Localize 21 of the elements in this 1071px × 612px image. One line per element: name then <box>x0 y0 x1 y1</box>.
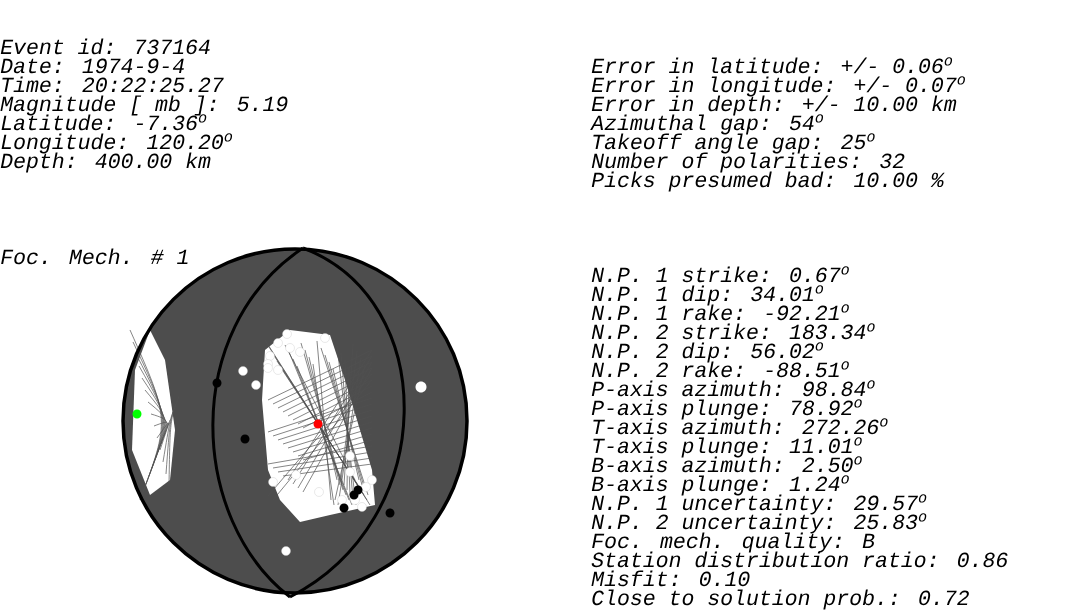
info-text: Date: 1974-9-4 <box>0 58 184 74</box>
info-text: N.P. 2 strike: 183.34$^{o}$ <box>591 323 875 340</box>
info-text: N.P. 2 rake: -88.51$^{o}$ <box>591 361 849 378</box>
info-text: N.P. 1 rake: -92.21$^{o}$ <box>591 304 849 321</box>
info-text: N.P. 1 strike: 0.67$^{o}$ <box>591 266 849 283</box>
info-text: P-axis azimuth: 98.84$^{o}$ <box>591 380 875 397</box>
info-text: B-axis azimuth: 2.50$^{o}$ <box>591 456 862 473</box>
info-text: N.P. 2 uncertainty: 25.83$^{o}$ <box>591 513 927 534</box>
info-text: Foc. Mech. # 1 <box>1 248 188 265</box>
info-text: N.P. 2 dip: 56.02$^{o}$ <box>591 342 824 363</box>
info-text: Picks presumed bad: 10.00 % <box>591 171 945 192</box>
info-text: T-axis azimuth: 272.26$^{o}$ <box>593 418 888 435</box>
info-text: Station distribution ratio: 0.86 <box>591 551 1008 568</box>
info-text: Event id: 737164 <box>0 38 210 55</box>
info-text: Close to solution prob.: 0.72 <box>592 589 969 610</box>
info-text: Time: 20:22:25.27 <box>2 76 224 93</box>
info-text: Misfit: 0.10 <box>591 570 750 587</box>
info-text: Error in latitude: +/- 0.06$^{o}$ <box>591 57 953 74</box>
info-text: N.P. 1 dip: 34.01$^{o}$ <box>591 285 824 306</box>
info-text: Magnitude [ mb ]: 5.19 <box>0 95 288 116</box>
info-text: Depth: 400.00 km <box>0 152 211 173</box>
